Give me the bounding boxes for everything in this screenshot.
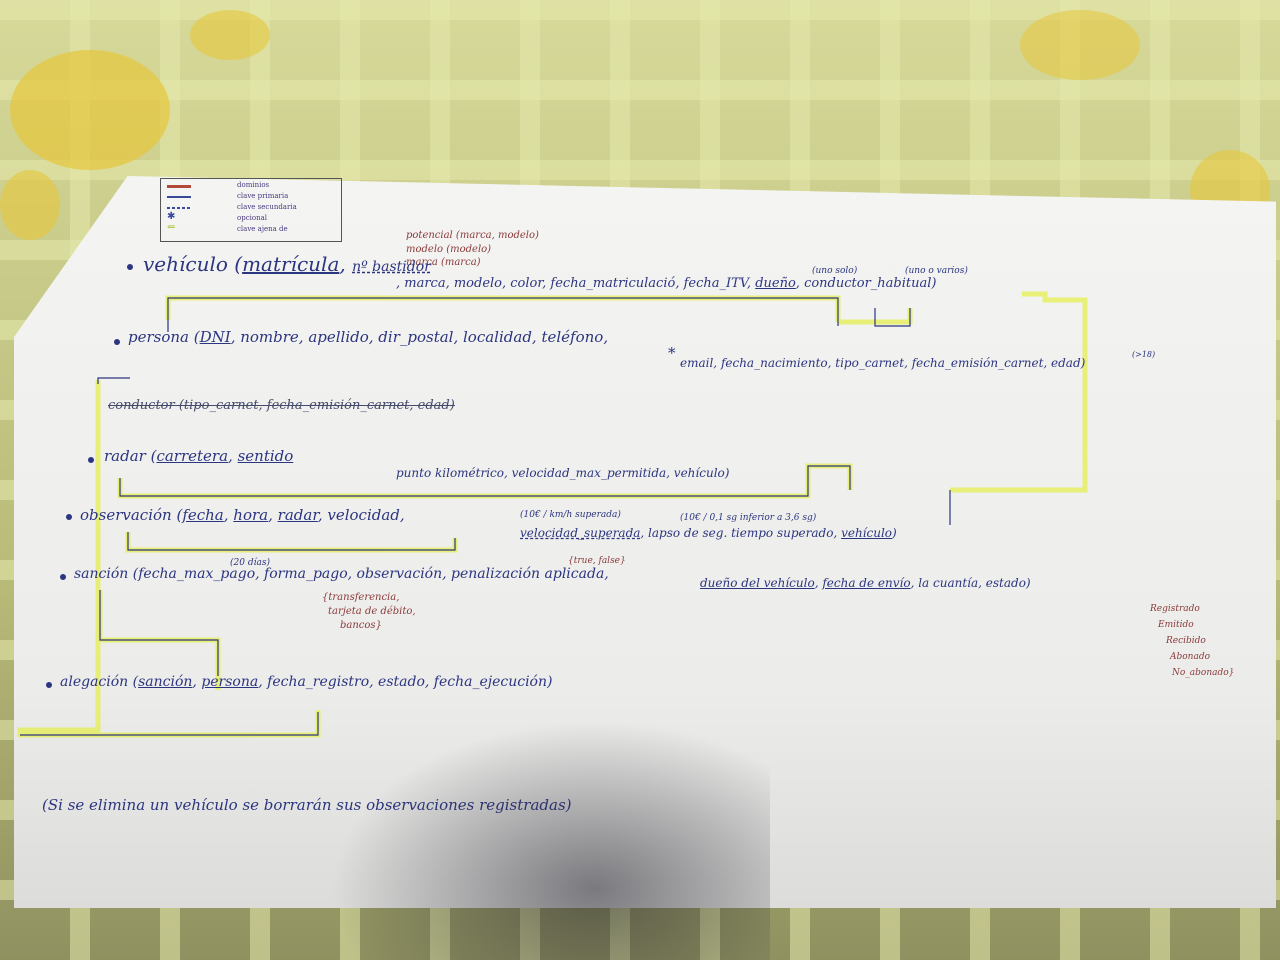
legend-symbol <box>167 207 191 209</box>
domain-note: potencial (marca, modelo) <box>406 230 539 241</box>
vehiculo-attributes: , marca, modelo, color, fecha_matriculac… <box>396 276 937 291</box>
secondary-key: velocidad_superada <box>520 526 641 540</box>
legend-label: opcional <box>237 214 267 222</box>
foreign-key: dueño del vehículo <box>700 576 815 590</box>
entity-observacion: observación (fecha, hora, radar, velocid… <box>80 506 405 524</box>
legend-row: dominios <box>167 181 337 191</box>
sancion-attributes-2: dueño del vehículo, fecha de envío, la c… <box>700 576 1031 590</box>
primary-key: carretera <box>156 447 229 465</box>
hand-shadow <box>330 720 770 960</box>
speed-note: (10€ / km/h superada) <box>520 510 621 520</box>
legend-label: clave primaria <box>237 192 289 200</box>
legend-label: clave secundaria <box>237 203 297 211</box>
legend-symbol <box>167 185 191 188</box>
attribute: conductor_habitual <box>804 276 932 291</box>
primary-key: DNI <box>199 328 231 346</box>
age-note: (>18) <box>1132 350 1156 359</box>
entity-conductor-struck: conductor (tipo_carnet, fecha_emisión_ca… <box>108 398 455 413</box>
primary-key: matrícula <box>242 252 340 276</box>
entity-name: alegación ( <box>60 674 139 690</box>
primary-key: radar <box>277 506 318 524</box>
bullet <box>46 682 52 688</box>
close-paren: ) <box>931 276 937 291</box>
fk-line-sancion-observacion <box>125 532 458 553</box>
attributes-text: , fecha_registro, estado, fecha_ejecució… <box>258 674 553 690</box>
bullet <box>127 264 133 270</box>
foreign-key: vehículo <box>841 526 893 540</box>
payment-days-note: (20 días) <box>230 558 270 568</box>
entity-radar: radar (carretera, sentido <box>104 447 294 465</box>
optional-star-icon: * <box>668 344 676 362</box>
bullet <box>60 574 66 580</box>
fk-line-radar-vehicle <box>950 291 1088 493</box>
state-note: No_abonado} <box>1172 668 1235 678</box>
legend-label: dominios <box>237 181 270 189</box>
payment-method-note: tarjeta de débito, <box>328 606 416 617</box>
entity-alegacion: alegación (sanción, persona, fecha_regis… <box>60 674 553 690</box>
foreign-key: dueño <box>755 276 796 291</box>
entity-name: persona ( <box>128 328 200 346</box>
boolean-domain-note: {true, false} <box>568 556 626 566</box>
attributes-text: , nombre, apellido, dir_postal, localida… <box>230 328 609 346</box>
persona-attributes-2: email, fecha_nacimiento, tipo_carnet, fe… <box>680 356 1086 370</box>
entity-vehiculo: vehículo (matrícula, nº bastidor <box>143 252 431 276</box>
driver-note: (uno o varios) <box>905 266 968 276</box>
entity-name: observación ( <box>80 506 183 524</box>
legend-label: clave ajena de <box>237 225 288 233</box>
primary-key: sentido <box>237 447 294 465</box>
observacion-attributes: velocidad_superada, lapso de seg. tiempo… <box>520 526 897 540</box>
attribute: fecha de envío <box>822 576 911 590</box>
flower-pattern <box>0 170 60 240</box>
primary-key: sanción <box>138 674 193 690</box>
flower-pattern <box>1020 10 1140 80</box>
state-note: Recibido <box>1166 636 1206 646</box>
entity-persona: persona (DNI, nombre, apellido, dir_post… <box>128 328 608 346</box>
entity-name: radar ( <box>104 447 157 465</box>
fk-line-vehiculo-persona <box>165 295 841 322</box>
time-note: (10€ / 0,1 sg inferior a 3,6 sg) <box>680 513 817 523</box>
attributes-text: , marca, modelo, color, fecha_matriculac… <box>396 276 752 291</box>
legend-row: ✱ opcional <box>167 211 337 224</box>
payment-method-note: {transferencia, <box>322 592 400 603</box>
fk-line-owner <box>838 308 913 325</box>
entity-name: vehículo ( <box>143 252 243 276</box>
state-note: Emitido <box>1158 620 1194 630</box>
primary-key: fecha <box>182 506 224 524</box>
entity-name: sanción ( <box>74 566 139 582</box>
bullet <box>88 457 94 463</box>
payment-method-note: bancos} <box>340 620 382 631</box>
legend-symbol <box>167 196 191 198</box>
legend-row: clave secundaria <box>167 203 337 213</box>
state-note: Registrado <box>1150 604 1200 614</box>
radar-attributes: punto kilométrico, velocidad_max_permiti… <box>396 466 730 480</box>
entity-sancion: sanción (fecha_max_pago, forma_pago, obs… <box>74 566 609 582</box>
legend-row: ⇐ clave ajena de <box>167 222 337 235</box>
domain-note: modelo (modelo) <box>406 244 492 255</box>
legend-row: clave primaria <box>167 192 337 202</box>
secondary-key: nº bastidor <box>352 259 431 275</box>
flower-pattern <box>10 50 170 170</box>
attributes-text: , velocidad, <box>317 506 405 524</box>
bullet <box>114 339 120 345</box>
attributes-text: , la cuantía, estado) <box>910 576 1031 590</box>
bullet <box>66 514 72 520</box>
attributes-text: , forma_pago, observación, penalización … <box>255 566 609 582</box>
primary-key: persona <box>201 674 259 690</box>
legend-box: dominios clave primaria clave secundaria… <box>160 178 342 242</box>
domain-note: marca (marca) <box>406 257 481 268</box>
owner-note: (uno solo) <box>812 266 858 276</box>
flower-pattern <box>190 10 270 60</box>
attributes-text: , lapso de seg. tiempo superado, <box>640 526 838 540</box>
state-note: Abonado <box>1170 652 1211 662</box>
primary-key: hora <box>233 506 269 524</box>
close-paren: ) <box>892 526 897 540</box>
attribute: fecha_max_pago <box>138 566 256 582</box>
